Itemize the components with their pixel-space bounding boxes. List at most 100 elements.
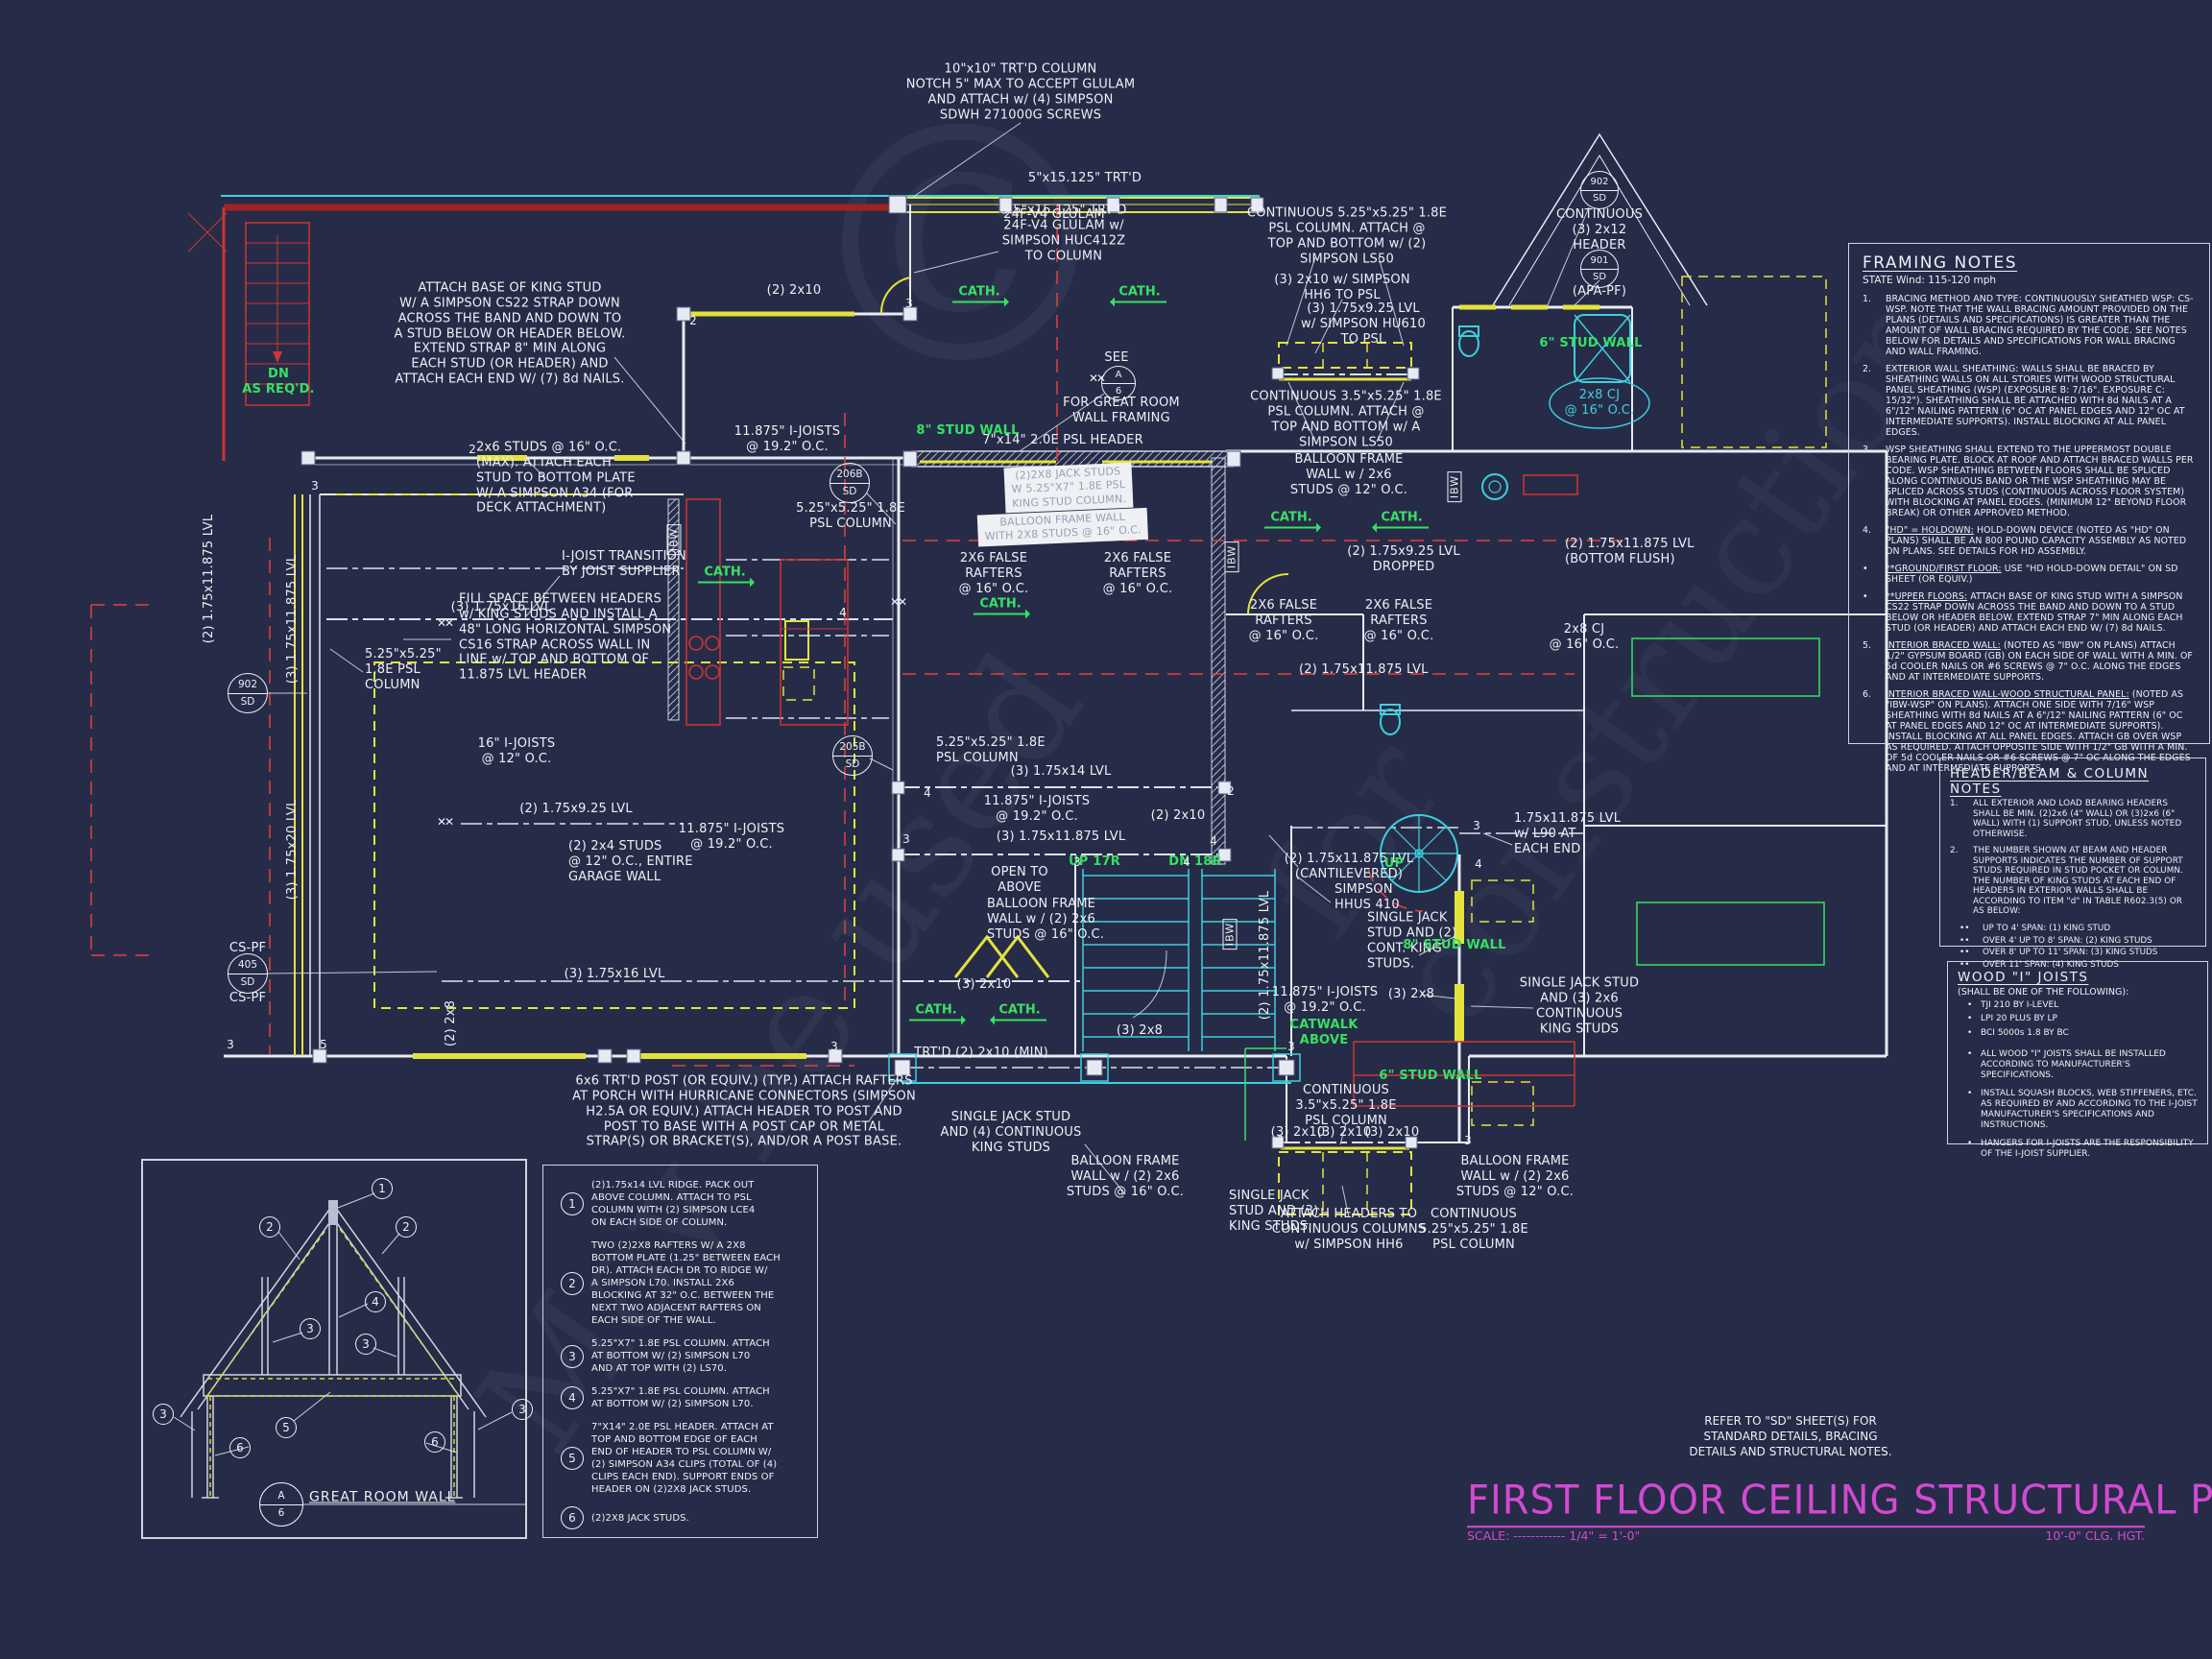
x-marker: ✕✕ — [889, 595, 907, 609]
plan-annotation: GREAT ROOM WALL — [309, 1489, 456, 1505]
detail-callout-bubble: 6 — [229, 1437, 251, 1458]
header-beam-note-text: ALL EXTERIOR AND LOAD BEARING HEADERS SH… — [1973, 799, 2182, 839]
sheet-title: FIRST FLOOR CEILING STRUCTURAL PLAN — [1467, 1478, 2212, 1528]
bullet-icon: •• — [1960, 924, 1970, 934]
bubble-text: 6 — [277, 1506, 285, 1519]
plan-annotation: 11.875" I-JOISTS @ 19.2" O.C. — [983, 794, 1091, 824]
stud-count-label: 3 — [902, 832, 910, 846]
plan-annotation: (2) 1.75x11.875 LVL — [202, 514, 217, 644]
cathedral-text: CATH. — [1118, 284, 1161, 300]
stud-count-label: 2 — [1227, 784, 1235, 798]
great-room-note-text: (2)1.75x14 LVL RIDGE. PACK OUT ABOVE COL… — [591, 1180, 756, 1228]
framing-note-text: INTERIOR BRACED WALL: (NOTED AS "IBW" ON… — [1886, 640, 2193, 683]
great-room-note-text: TWO (2)2X8 RAFTERS W/ A 2X8 BOTTOM PLATE… — [591, 1240, 781, 1326]
great-room-note-text: (2)2X8 JACK STUDS. — [591, 1512, 689, 1524]
wood-joist-product: •LPI 20 PLUS BY LP — [1958, 1014, 2198, 1024]
bullet-icon: •• — [1960, 959, 1970, 970]
wood-joist-product-text: TJI 210 BY I-LEVEL — [1981, 1000, 2059, 1010]
beam-lines — [326, 373, 1584, 1143]
cathedral-text: CATH. — [704, 565, 746, 580]
cyan-linework — [888, 314, 1650, 1084]
wood-i-joists-notes: •ALL WOOD "I" JOISTS SHALL BE INSTALLED … — [1958, 1049, 2198, 1160]
plan-annotation: (2) 2x10 — [766, 283, 822, 299]
plan-annotation: 6" STUD WALL — [1379, 1069, 1482, 1084]
cathedral-arrow-icon — [1372, 522, 1429, 533]
detail-callout-bubble: 3 — [512, 1399, 533, 1420]
wood-joist-product-text: LPI 20 PLUS BY LP — [1981, 1014, 2057, 1024]
ibw-label: IBW — [1224, 541, 1239, 573]
detail-callout-bubble: 3 — [300, 1318, 321, 1339]
plan-annotation: (2) 1.75x11.875 LVL — [1299, 662, 1429, 678]
great-room-note-text: 5.25"X7" 1.8E PSL COLUMN. ATTACH AT BOTT… — [591, 1338, 770, 1374]
framing-note-lead: **UPPER FLOORS: — [1886, 591, 1968, 602]
plan-annotation: DN AS REQ'D. — [242, 367, 315, 397]
wood-joist-note: •ALL WOOD "I" JOISTS SHALL BE INSTALLED … — [1958, 1049, 2198, 1082]
plan-annotation: FOR GREAT ROOM WALL FRAMING — [1063, 396, 1180, 425]
framing-notes-subtitle: STATE Wind: 115-120 mph — [1863, 275, 1997, 286]
plan-annotation: DN 18R — [1168, 854, 1222, 870]
header-beam-notes-panel: HEADER/BEAM & COLUMN NOTES 1.ALL EXTERIO… — [1939, 757, 2206, 970]
plan-annotation: FILL SPACE BETWEEN HEADERS w/ KING STUDS… — [459, 591, 672, 683]
cathedral-label: CATH. — [952, 284, 1009, 307]
framing-note-lead: "HD" = HOLDOWN: — [1886, 525, 1974, 536]
interior-walls — [307, 132, 1887, 1143]
stud-count-label: 4 — [1183, 855, 1190, 869]
great-room-note-text: 7"X14" 2.0E PSL HEADER. ATTACH AT TOP AN… — [591, 1422, 778, 1495]
plan-annotation: BALLOON FRAME WALL w / (2) 2x6 STUDS @ 1… — [987, 897, 1105, 942]
cathedral-label: CATH. — [909, 1003, 966, 1025]
ibw-label: IBW — [666, 523, 682, 556]
header-beam-note-number: 1. — [1950, 799, 1959, 808]
framing-note-text: BRACING METHOD AND TYPE: CONTINUOUSLY SH… — [1886, 294, 2194, 357]
plan-annotation: 1.75x11.875 LVL w/ L90 AT EACH END — [1514, 811, 1622, 856]
stud-count-label: 3 — [830, 1040, 838, 1053]
framing-note-number: • — [1863, 564, 1868, 574]
great-room-note-bubble: 4 — [561, 1386, 584, 1409]
stud-count-label: 3 — [227, 1038, 234, 1051]
wood-i-joists-panel: WOOD "I" JOISTS (SHALL BE ONE OF THE FOL… — [1947, 961, 2208, 1159]
framing-note-number: 5. — [1863, 640, 1871, 651]
plan-annotation: 2X6 FALSE RAFTERS @ 16" O.C. — [1248, 598, 1319, 643]
bubble-text: 205B — [833, 739, 872, 757]
framing-note-lead: INTERIOR BRACED WALL: — [1886, 640, 2001, 651]
plan-annotation: 2X6 FALSE RAFTERS @ 16" O.C. — [1102, 551, 1173, 596]
plan-annotation: (3) 1.75x14 LVL — [1010, 764, 1112, 780]
plan-annotation: (3) 2x10 w/ SIMPSON HH6 TO PSL — [1274, 273, 1410, 302]
ceiling-height-label: 10'-0" CLG. HGT. — [2045, 1528, 2145, 1543]
cathedral-text: CATH. — [998, 1002, 1041, 1018]
wood-joist-note-text: HANGERS FOR I-JOISTS ARE THE RESPONSIBIL… — [1981, 1138, 2194, 1159]
plan-annotation: SIMPSON HHUS 410 — [1334, 882, 1400, 912]
framing-note-item: •**UPPER FLOORS: ATTACH BASE OF KING STU… — [1863, 591, 2196, 634]
cathedral-arrow-icon — [974, 609, 1030, 619]
framing-note-item: 5. INTERIOR BRACED WALL: (NOTED AS "IBW" … — [1863, 640, 2196, 683]
plan-annotation: (2) 1.75x11.875 LVL — [1258, 890, 1273, 1021]
plan-annotation: 11.875" I-JOISTS @ 19.2" O.C. — [678, 822, 785, 852]
plan-annotation: (3) 2x10 — [1316, 1125, 1372, 1141]
great-room-note-item: 6(2)2X8 JACK STUDS. — [553, 1506, 807, 1529]
detail-callout-bubble: 1 — [372, 1178, 393, 1199]
refer-note: REFER TO "SD" SHEET(S) FOR STANDARD DETA… — [1689, 1414, 1892, 1459]
cathedral-text: CATH. — [958, 284, 1000, 300]
wood-joist-product-text: BCI 5000s 1.8 BY BC — [1981, 1027, 2069, 1038]
plan-annotation: CONTINUOUS 3.5"x5.25" 1.8E PSL COLUMN — [1295, 1083, 1397, 1128]
plan-annotation: 11.875" I-JOISTS @ 19.2" O.C. — [1271, 985, 1379, 1015]
bubble-text: SD — [240, 695, 255, 708]
cathedral-arrow-icon — [1110, 297, 1166, 307]
plan-annotation: (3) 2x10 — [1270, 1125, 1326, 1141]
detail-callout-bubble: 2 — [259, 1216, 280, 1238]
header-beam-bullet-text: OVER 4' UP TO 8' SPAN: (2) KING STUDS — [1983, 935, 2152, 946]
plan-annotation: (3) 1.75x11.875 LVL — [996, 830, 1126, 845]
plan-annotation: (3) 1.75x16 LVL — [450, 600, 552, 615]
detail-callout-bubble: 3 — [153, 1404, 174, 1425]
framing-note-number: 3. — [1863, 445, 1871, 455]
plan-annotation: 6x6 TRT'D POST (OR EQUIV.) (TYP.) ATTACH… — [572, 1073, 916, 1149]
stud-count-label: 3 — [1473, 819, 1480, 832]
red-dashed — [90, 204, 1623, 1067]
plan-annotation: (2) 1.75x11.875 LVL (CANTILEVERED) — [1284, 852, 1414, 881]
